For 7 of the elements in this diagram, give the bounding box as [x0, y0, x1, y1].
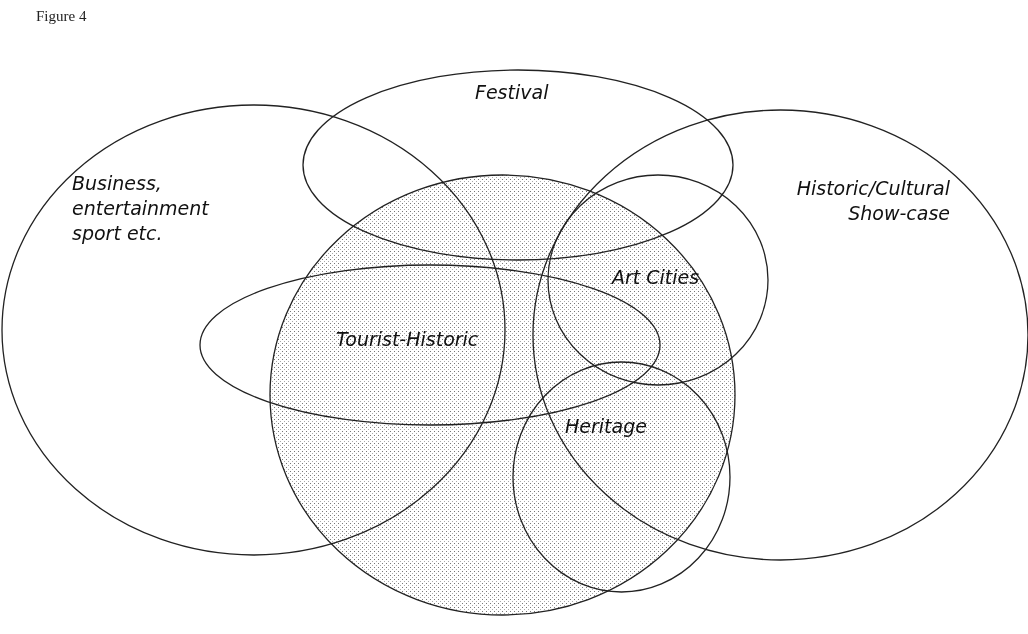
set-label: Art Cities	[612, 265, 700, 290]
set-label: Historic/Cultural Show-case	[795, 176, 950, 226]
set-label: Business, entertainment sport etc.	[72, 171, 211, 246]
set-label: Heritage	[565, 414, 647, 439]
set-label: Tourist-Historic	[336, 327, 479, 352]
figure-title: Figure 4	[36, 8, 87, 25]
set-label: Festival	[475, 80, 549, 105]
